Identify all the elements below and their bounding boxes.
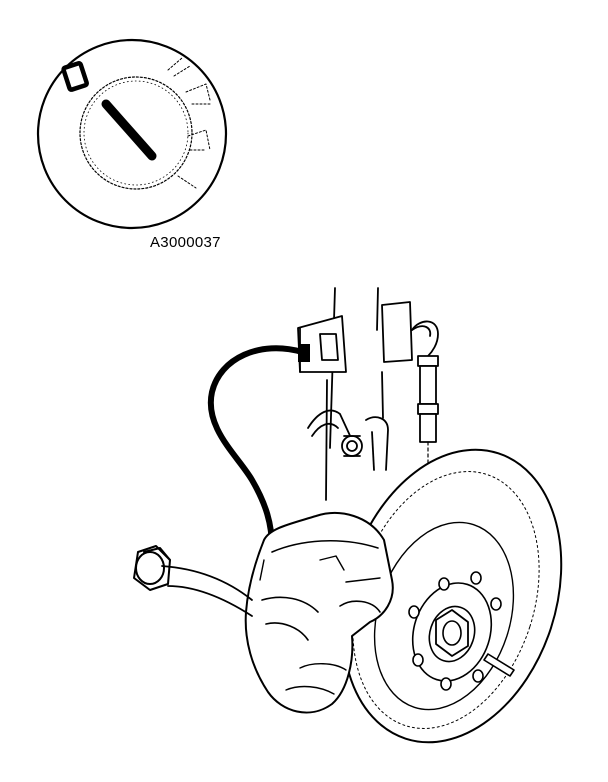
front-brake-assembly-icon [133, 287, 563, 744]
bleeder-cap [133, 545, 171, 591]
brake-line [161, 565, 253, 601]
figure-code: A3000037 [150, 234, 221, 251]
brake-hose [207, 345, 305, 551]
knuckle [307, 409, 389, 471]
brake-disc [341, 448, 563, 744]
brake-caliper [244, 512, 394, 714]
strut-bracket [297, 301, 413, 373]
wear-sensor-connector [411, 320, 439, 521]
ignition-switch-off-icon [36, 38, 228, 230]
